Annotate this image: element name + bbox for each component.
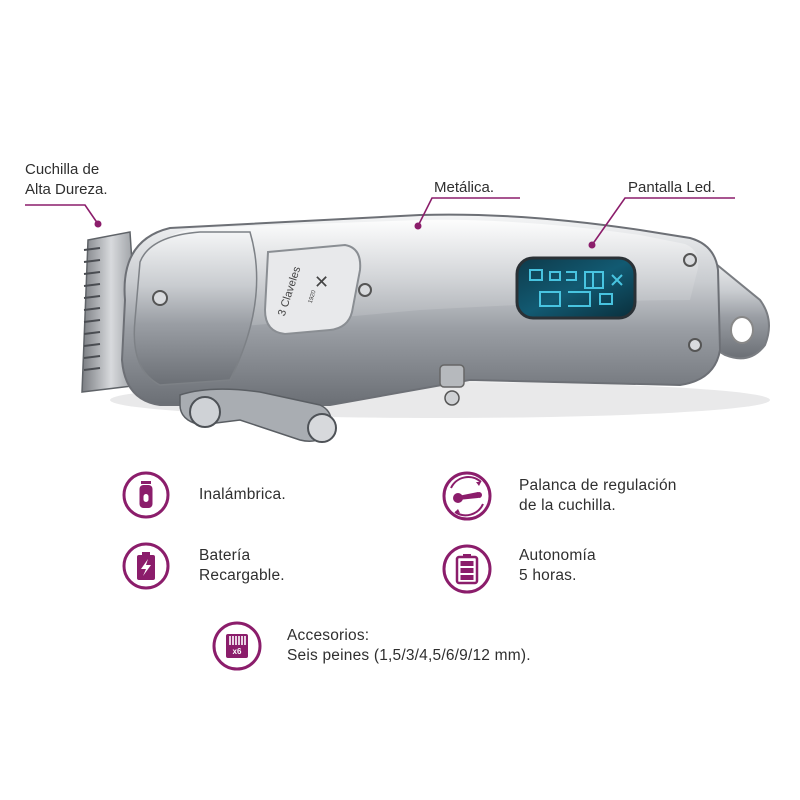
feature-battery: [121, 541, 171, 591]
callout-display: Pantalla Led.: [628, 179, 716, 196]
callout-blade: Cuchilla de Alta Dureza.: [25, 160, 108, 200]
comb-count-badge: x6: [232, 647, 242, 656]
feature-lever-text: Palanca de regulación de la cuchilla.: [519, 476, 677, 516]
comb-icon: [212, 621, 262, 671]
brand-crest: ✕: [314, 272, 330, 292]
battery-full-icon: [442, 544, 492, 594]
feature-battery-line-1: Batería: [199, 547, 251, 564]
callout-metal: Metálica.: [434, 179, 495, 196]
feature-accessories-line-1: Accesorios:: [287, 627, 370, 644]
feature-accessories-line-2: Seis peines (1,5/3/4,5/6/9/12 mm).: [287, 647, 531, 664]
feature-lever-line-1: Palanca de regulación: [519, 477, 677, 494]
feature-cordless: [121, 470, 171, 520]
feature-battery-line-2: Recargable.: [199, 567, 285, 584]
feature-autonomy: [441, 543, 493, 595]
callout-blade-line-2: Alta Dureza.: [25, 181, 108, 198]
feature-cordless-text: Inalámbrica.: [199, 485, 286, 505]
hair-clipper-photo: [81, 213, 770, 443]
feature-autonomy-text: Autonomía 5 horas.: [519, 546, 596, 586]
callout-leaders: [25, 197, 735, 249]
brand-logo: 3 Claveles 1920 ✕: [262, 265, 362, 328]
clipper-icon: [122, 471, 170, 519]
battery-charge-icon: [122, 542, 170, 590]
feature-autonomy-line-1: Autonomía: [519, 547, 596, 564]
lever-adjust-icon: [442, 471, 492, 521]
feature-lever-line-2: de la cuchilla.: [519, 497, 616, 514]
feature-cordless-line-1: Inalámbrica.: [199, 486, 286, 503]
feature-autonomy-line-2: 5 horas.: [519, 567, 577, 584]
feature-accessories: x6: [211, 620, 263, 672]
feature-lever: [441, 470, 493, 522]
led-display: [515, 256, 637, 320]
brand-badge: [263, 243, 362, 336]
feature-accessories-text: Accesorios: Seis peines (1,5/3/4,5/6/9/1…: [287, 626, 531, 666]
feature-battery-text: Batería Recargable.: [199, 546, 285, 586]
brand-name: 3 Claveles: [276, 265, 304, 318]
callout-blade-line-1: Cuchilla de: [25, 161, 100, 178]
